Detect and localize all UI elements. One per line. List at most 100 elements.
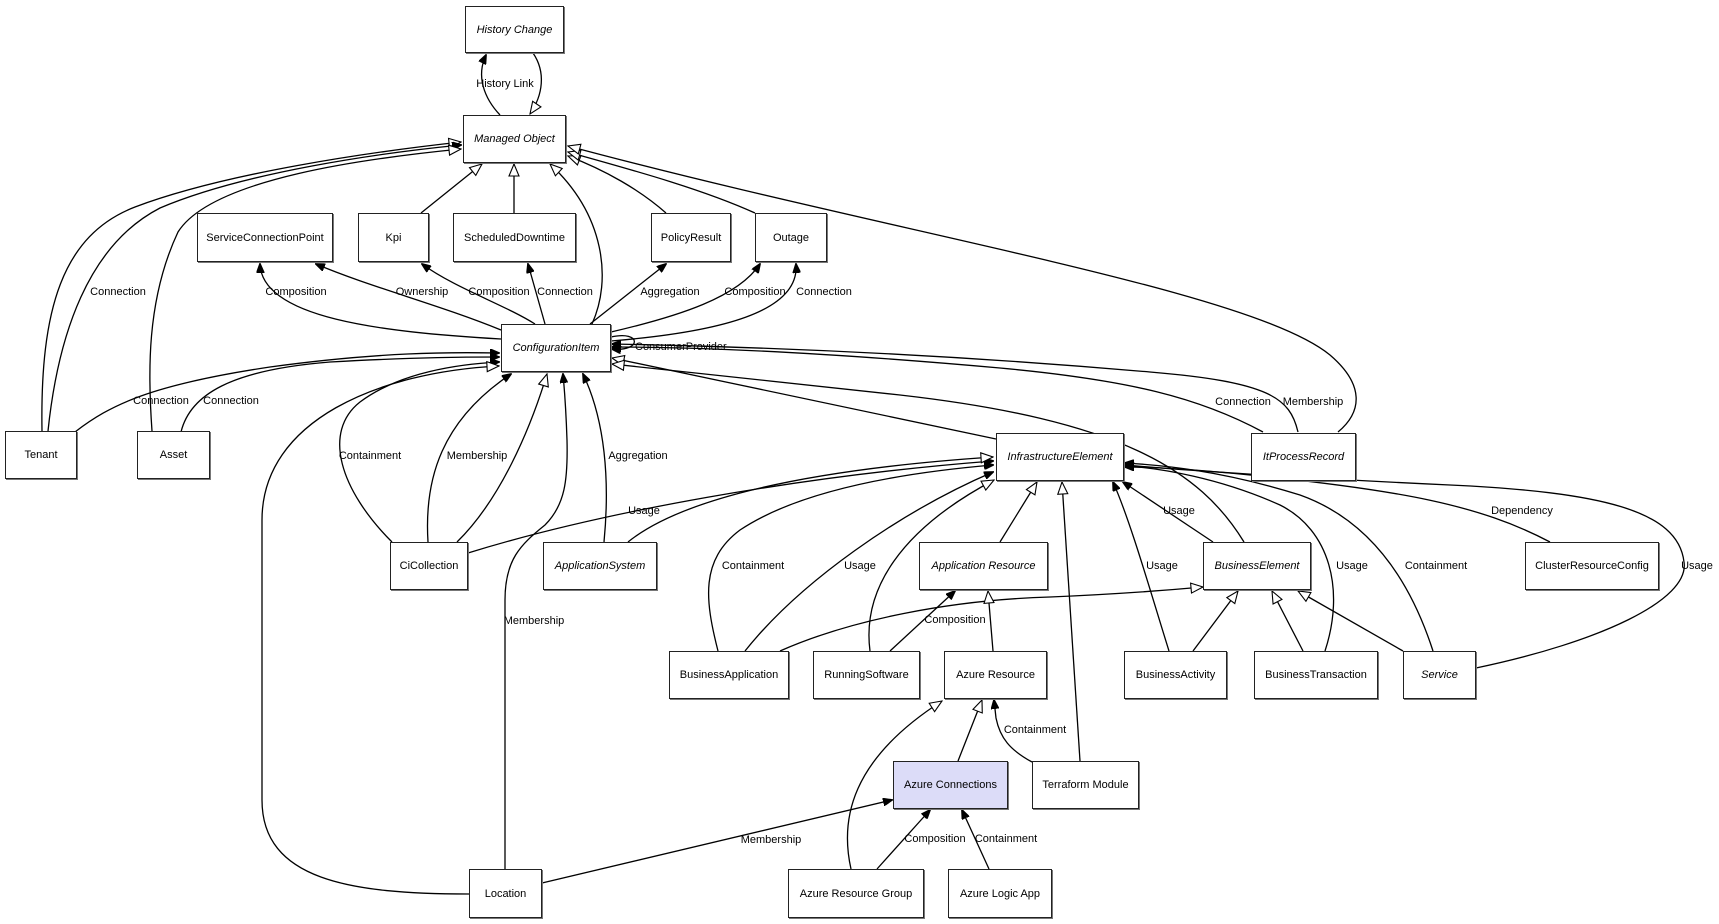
edge-cicollection-ci-membership (426, 374, 511, 543)
edge-label: Dependency (1491, 505, 1553, 517)
edge-label: Membership (1283, 396, 1344, 408)
node-label: ConfigurationItem (512, 342, 600, 354)
node-business-application[interactable]: BusinessApplication (669, 651, 789, 699)
node-label: BusinessElement (1214, 560, 1300, 572)
node-label: InfrastructureElement (1007, 451, 1113, 463)
node-label: ClusterResourceConfig (1535, 560, 1649, 572)
node-label: CiCollection (399, 560, 459, 572)
edge-service-buselement-generalization (1298, 591, 1404, 652)
node-label: Terraform Module (1042, 779, 1129, 791)
edge-label: Usage (1336, 560, 1368, 572)
node-azure-connections[interactable]: Azure Connections (893, 761, 1008, 809)
edge-label: Containment (975, 833, 1037, 845)
node-label: Kpi (385, 231, 402, 244)
edge-label: Composition (904, 833, 965, 845)
node-label: History Change (476, 23, 553, 36)
node-label: Service (1421, 669, 1458, 681)
node-it-process-record[interactable]: ItProcessRecord (1251, 433, 1356, 481)
edge-busapp-infra-usage (744, 472, 993, 652)
edge-cicollection-generalization (456, 374, 547, 543)
node-label: Managed Object (474, 133, 555, 145)
node-label: Tenant (24, 449, 58, 461)
edge-label: Containment (339, 450, 401, 462)
edge-label: Connection (133, 395, 189, 407)
edge-asset-ci-connection (180, 357, 499, 433)
node-configuration-item[interactable]: ConfigurationItem (501, 324, 611, 372)
edge-label: Usage (628, 505, 660, 517)
node-label: PolicyResult (660, 231, 722, 244)
node-label: ItProcessRecord (1262, 451, 1345, 463)
node-history-change[interactable]: History Change (465, 6, 564, 53)
edge-label: Usage (1163, 505, 1195, 517)
edge-busactivity-buselement-generalization (1192, 591, 1238, 652)
edge-terraform-azres-containment (994, 700, 1033, 763)
node-location[interactable]: Location (469, 869, 542, 918)
node-label: Outage (772, 231, 810, 244)
edge-history-change-generalization (530, 52, 543, 114)
edge-label: Composition (724, 286, 785, 298)
edge-tenant-ci-connection (74, 353, 499, 433)
node-application-system[interactable]: ApplicationSystem (543, 542, 657, 590)
node-label: ApplicationSystem (554, 560, 646, 572)
node-label: Azure Resource (956, 669, 1035, 681)
node-azure-logic-app[interactable]: Azure Logic App (948, 869, 1052, 918)
node-label: Application Resource (931, 560, 1036, 572)
edge-label: Composition (468, 286, 529, 298)
node-scheduled-downtime[interactable]: ScheduledDowntime (453, 213, 576, 262)
edge-label: Containment (722, 560, 784, 572)
node-kpi[interactable]: Kpi (358, 213, 429, 262)
node-business-activity[interactable]: BusinessActivity (1124, 651, 1227, 699)
node-label: Azure Resource Group (799, 887, 913, 900)
edge-ci-downtime-connection (528, 264, 546, 325)
edge-label: Aggregation (640, 286, 699, 298)
edge-location-ci-membership (504, 374, 567, 869)
edge-busapp-buselement-generalization (779, 587, 1203, 652)
edge-itpr-ci-connection (612, 347, 1264, 433)
node-label: Azure Logic App (959, 887, 1041, 900)
edge-ci-outage-connection (610, 264, 796, 342)
node-label: BusinessApplication (679, 669, 779, 681)
edge-service-infra-usage (1125, 465, 1685, 669)
edge-label: Ownership (396, 286, 449, 298)
edge-ci-scp-ownership (316, 264, 502, 331)
node-tenant[interactable]: Tenant (5, 431, 77, 479)
node-business-element[interactable]: BusinessElement (1203, 542, 1311, 590)
node-service-connection-point[interactable]: ServiceConnectionPoint (197, 213, 333, 262)
edge-label: Membership (504, 615, 565, 627)
node-label: BusinessTransaction (1265, 669, 1367, 681)
node-label: Azure Connections (904, 779, 997, 791)
edge-logicapp-azconn-containment (962, 810, 990, 870)
edge-cicollection-infra-usage (467, 461, 993, 554)
edge-busactivity-infra-usage (1113, 482, 1170, 652)
edge-appres-infra-generalization (999, 482, 1037, 543)
edge-label: Membership (447, 450, 508, 462)
edge-label: ConsumerProvider (635, 341, 727, 353)
node-business-transaction[interactable]: BusinessTransaction (1254, 651, 1378, 699)
edge-label: Connection (1215, 396, 1271, 408)
node-policy-result[interactable]: PolicyResult (651, 213, 731, 262)
edge-cicollection-ci-containment (339, 362, 499, 543)
node-azure-resource[interactable]: Azure Resource (944, 651, 1047, 699)
node-application-resource[interactable]: Application Resource (919, 542, 1048, 590)
edge-busapp-infra-containment (707, 465, 993, 652)
edge-tenant-generalization (41, 142, 461, 432)
edge-azconn-azres-generalization (957, 700, 982, 762)
edge-ci-policy-aggregation (589, 264, 666, 325)
node-managed-object[interactable]: Managed Object (463, 115, 566, 163)
edge-tenant-managed-object-connection (47, 145, 461, 432)
edge-itpr-ci-membership (612, 344, 1299, 433)
node-infrastructure-element[interactable]: InfrastructureElement (996, 433, 1124, 481)
edge-location-generalization (261, 366, 499, 895)
node-azure-resource-group[interactable]: Azure Resource Group (788, 869, 924, 918)
node-running-software[interactable]: RunningSoftware (813, 651, 920, 699)
node-terraform-module[interactable]: Terraform Module (1032, 761, 1139, 809)
node-ci-collection[interactable]: CiCollection (390, 542, 468, 590)
edge-outage-generalization (568, 152, 756, 214)
node-asset[interactable]: Asset (137, 431, 210, 479)
edge-label: Composition (924, 614, 985, 626)
node-outage[interactable]: Outage (755, 213, 827, 262)
edge-runsoft-infra-generalization (868, 480, 994, 652)
node-cluster-resource-config[interactable]: ClusterResourceConfig (1525, 542, 1659, 590)
node-service[interactable]: Service (1403, 651, 1476, 699)
